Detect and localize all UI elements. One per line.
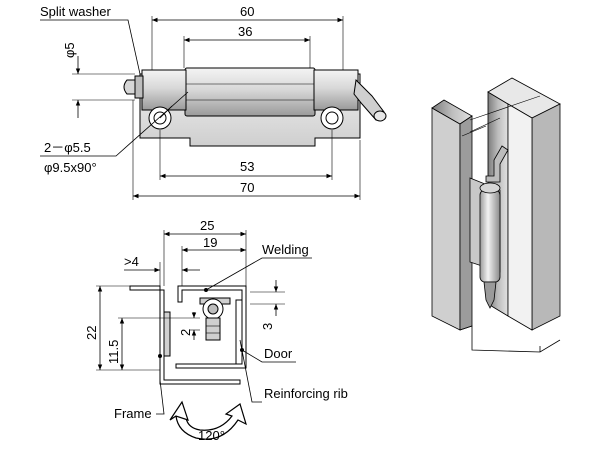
- iso-hinge-barrel: [479, 189, 501, 283]
- dim-25: 25: [200, 218, 214, 233]
- dim-pin-dia: φ5: [62, 42, 77, 58]
- dim-2: 2: [178, 329, 193, 336]
- label-welding: Welding: [262, 242, 309, 257]
- iso-bent-pin: [485, 145, 509, 183]
- rotation-arrow: [169, 400, 247, 440]
- reinforcing-rib: [235, 299, 243, 365]
- iso-pin-bottom: [483, 281, 497, 309]
- label-door: Door: [264, 346, 293, 361]
- hinge-pin: [207, 303, 219, 315]
- dim-60: 60: [240, 4, 254, 19]
- pin-end: [123, 79, 136, 95]
- barrel-knuckle-left: [141, 69, 187, 111]
- dim-3: 3: [260, 323, 275, 330]
- section-view: 25 19 >4 22 11.5 2 3 Welding Door Reinfo…: [84, 218, 348, 443]
- hinge-plate-frame-side: [163, 311, 171, 357]
- dim-70: 70: [240, 180, 254, 195]
- label-frame: Frame: [114, 406, 152, 421]
- label-rotation-120: 120°: [198, 428, 225, 443]
- iso-frame-back: [431, 107, 461, 331]
- split-washer: [134, 75, 144, 99]
- dim-hole-spec-1: 2－φ5.5: [44, 140, 91, 155]
- label-split-washer: Split washer: [40, 4, 111, 19]
- dim-gap-gt4: >4: [124, 254, 139, 269]
- frame-profile: [129, 285, 241, 385]
- label-reinforcing-rib: Reinforcing rib: [264, 386, 348, 401]
- top-view: 60 36 53 70 φ5 Split washer 2－φ5.5 φ9.5x…: [40, 4, 387, 200]
- barrel-knuckle-right: [313, 69, 359, 111]
- dim-22: 22: [84, 326, 99, 340]
- countersunk-hole-right: [320, 106, 344, 130]
- dim-53: 53: [240, 159, 254, 174]
- hinge-barrel: [184, 67, 316, 117]
- dim-11-5: 11.5: [106, 340, 121, 364]
- dim-36: 36: [238, 24, 252, 39]
- isometric-view: [431, 77, 561, 353]
- dim-hole-spec-2: φ9.5x90°: [44, 160, 97, 175]
- dim-19: 19: [203, 235, 217, 250]
